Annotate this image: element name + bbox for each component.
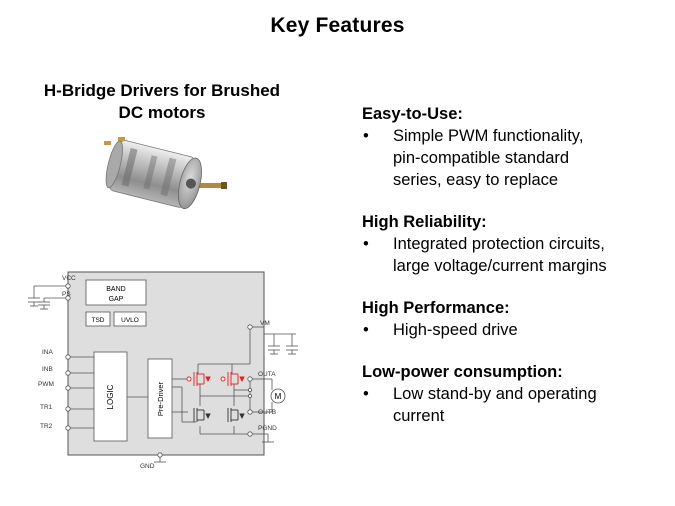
bandgap-block bbox=[85, 279, 147, 306]
feature-bullet-item: • Low stand-by and operating current bbox=[362, 383, 672, 427]
motor-symbol bbox=[270, 388, 286, 404]
feature-heading: Easy-to-Use: bbox=[362, 105, 463, 123]
bullet-icon: • bbox=[363, 127, 369, 145]
pin-ps: PS bbox=[62, 291, 71, 298]
feature-group: Easy-to-Use: • Simple PWM functionality, pi… bbox=[362, 103, 672, 191]
pin-pwm: PWM bbox=[38, 381, 54, 388]
pin-inb: INB bbox=[42, 366, 53, 373]
logic-label: LOGIC bbox=[106, 384, 115, 409]
h-bridge-block-diagram: VCC PS INA INB PWM TR1 TR2 BAND GAP TSD … bbox=[28, 271, 298, 470]
feature-item-line: pin-compatible standard bbox=[393, 149, 570, 167]
feature-item-line: large voltage/current margins bbox=[393, 257, 607, 275]
feature-item-line: Simple PWM functionality, bbox=[393, 127, 584, 145]
feature-heading: High Performance: bbox=[362, 299, 510, 317]
pin-outb: OUTB bbox=[258, 409, 276, 416]
bandgap-label-line-1: BAND bbox=[106, 286, 125, 293]
pin-tr2: TR2 bbox=[40, 423, 53, 430]
pin-outa: OUTA bbox=[258, 371, 276, 378]
predriver-label: Pre-Driver bbox=[156, 381, 165, 416]
feature-item-line: High-speed drive bbox=[393, 321, 518, 339]
feature-bullet-item: • Simple PWM functionality, pin-compatible… bbox=[362, 125, 672, 191]
low-side-mosfets bbox=[193, 408, 245, 422]
features-list: Easy-to-Use: • Simple PWM functionality, pi… bbox=[362, 103, 672, 447]
predriver-block bbox=[147, 358, 173, 439]
feature-item-line: Integrated protection circuits, bbox=[393, 235, 605, 253]
feature-item-line: Low stand-by and operating bbox=[393, 385, 597, 403]
bullet-icon: • bbox=[363, 235, 369, 253]
logic-block bbox=[93, 351, 128, 442]
pin-ina: INA bbox=[42, 349, 54, 356]
pin-vcc: VCC bbox=[62, 275, 76, 282]
motor-symbol-label: M bbox=[275, 392, 282, 401]
tsd-label: TSD bbox=[92, 317, 105, 324]
bullet-icon: • bbox=[363, 385, 369, 403]
feature-group: Low-power consumption: • Low stand-by and … bbox=[362, 361, 672, 427]
product-heading-line-1: H-Bridge Drivers for Brushed bbox=[43, 81, 281, 100]
tsd-block bbox=[85, 311, 111, 327]
uvlo-label: UVLO bbox=[121, 317, 139, 324]
feature-item-line: series, easy to replace bbox=[393, 171, 559, 189]
uvlo-block bbox=[113, 311, 147, 327]
high-side-mosfets bbox=[186, 372, 245, 386]
pin-vm: VM bbox=[260, 320, 270, 327]
feature-group: High Performance: • High-speed drive bbox=[362, 297, 672, 341]
pin-tr1: TR1 bbox=[40, 404, 53, 411]
bullet-icon: • bbox=[363, 321, 369, 339]
feature-group: High Reliability: • Integrated protection … bbox=[362, 211, 672, 277]
product-heading: H-Bridge Drivers for Brushed DC motors bbox=[22, 80, 302, 124]
pin-pgnd: PGND bbox=[258, 425, 277, 432]
feature-heading: High Reliability: bbox=[362, 213, 487, 231]
feature-item-line: current bbox=[393, 407, 445, 425]
feature-heading: Low-power consumption: bbox=[362, 363, 563, 381]
pin-gnd: GND bbox=[140, 463, 155, 470]
dc-motor-image bbox=[104, 137, 227, 210]
slide-title: Key Features bbox=[270, 14, 405, 37]
feature-bullet-item: • Integrated protection circuits, large vo… bbox=[362, 233, 672, 277]
product-heading-line-2: DC motors bbox=[118, 103, 206, 122]
bandgap-label-line-2: GAP bbox=[109, 296, 124, 303]
feature-bullet-item: • High-speed drive bbox=[362, 319, 672, 341]
